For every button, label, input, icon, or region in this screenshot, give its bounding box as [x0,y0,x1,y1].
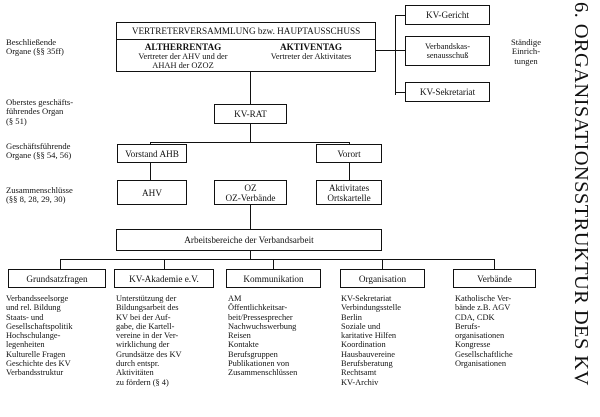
list-item: Kongresse [455,340,491,350]
connector-kassenausschuss [395,50,405,52]
list-item: Verbandsseelsorge und rel. Bildung [6,294,69,313]
box-verbandskassenausschuss: Verbandskas- senausschuß [405,36,490,66]
box-verbaende: Verbände [453,269,536,288]
box-kv-gericht: KV-Gericht [405,5,490,25]
box-vorstand-ahb: Vorstand AHB [117,144,187,163]
altherrentag-text: Vertreter der AHV und der AHAH der OZOZ [138,52,228,71]
list-item: Reisen [228,331,251,341]
list-item: Soziale und karitative Hilfen [341,321,397,341]
box-aktivitates: Aktivitates Ortskartelle [316,180,382,205]
list-item: Berufs- organisationen [455,321,505,341]
list-grundsatzfragen: Verbandsseelsorge und rel. Bildung Staat… [6,294,110,378]
connector-col-1 [60,259,62,269]
list-item: Katholische Ver- bände z.B. AGV [455,294,512,313]
box-organisation: Organisation [340,269,425,288]
list-item: Gesellschaftliche Organisationen [455,349,513,369]
box-oz: OZ OZ-Verbände [214,180,287,205]
list-organisation: KV-Sekretariat Verbindungsstelle Berlin … [341,294,449,387]
row-label-zusammenschluesse: Zusammenschlüsse (§§ 8, 28, 29, 30) [6,185,73,205]
box-grundsatzfragen: Grundsatzfragen [8,269,106,288]
altherrentag-title: ALTHERRENTAG [144,42,222,52]
connector-vorstand-ahv [150,163,152,180]
list-item: Koordination [341,340,386,350]
connector-right-vertical [395,15,397,95]
connector-sekretariat [395,92,405,94]
list-kommunikation: AM Öffentlichkeitsar- beit/Pressespreche… [228,294,336,378]
aktiventag-text: Vertreter der Aktivitates [270,52,352,61]
list-item: Publikationen von Zusammenschlüssen [228,359,298,378]
aktiventag-title: AKTIVENTAG [279,42,343,52]
side-title: 6. ORGANISATIONSSTRUKTUR DES KV [570,2,592,386]
connector-kv-gericht [395,15,405,17]
connector-kvrat-branch [150,142,349,144]
list-item: KV-Sekretariat [341,294,392,303]
box-arbeitsbereiche: Arbeitsbereiche der Verbandsarbeit [116,229,382,251]
list-item: Geschichte des KV [6,359,71,369]
connector-vorort-top [349,142,351,144]
list-item: Verbindungsstelle Berlin [341,303,402,322]
connector-col-3 [273,259,275,269]
list-item: Staats- und Gesellschaftspolitik [6,312,73,331]
connector-col-4 [382,259,384,269]
list-item: Rechtsamt [341,368,377,378]
box-kv-akademie: KV-Akademie e.V. [114,269,214,288]
staendige-einrichtungen: Ständige Einrich- tungen [510,37,542,66]
list-item: Verbandsstruktur [6,368,64,378]
list-item: Hochschulange- legenheiten [6,331,61,350]
box-vertreterversammlung: VERTRETERVERSAMMLUNG bzw. HAUPTAUSSCHUSS… [116,22,376,72]
row-label-geschaeftsfuehrende: Geschäftsführende Organe (§§ 54, 56) [6,141,72,161]
vv-divider [117,39,375,41]
box-ahv: AHV [117,180,187,205]
list-verbaende: Katholische Ver- bände z.B. AGV CDA, CDK… [455,294,555,368]
list-item: AM [228,294,242,303]
box-kv-sekretariat: KV-Sekretariat [405,82,490,102]
row-label-oberstes: Oberstes geschäfts- führendes Organ (§ 5… [6,97,74,126]
connector-vv-right [376,50,396,52]
list-item: Kulturelle Fragen [6,349,66,359]
box-kommunikation: Kommunikation [226,269,321,288]
list-item: Öffentlichkeitsar- beit/Pressesprecher [228,303,293,322]
connector-vv-kvrat [250,70,252,104]
list-item: CDA, CDK [455,312,495,322]
connector-kvrat-down [250,124,252,142]
box-kv-rat: KV-RAT [214,104,287,124]
list-item: Berufsberatung [341,359,393,369]
list-item: Unterstützung der Bildungsarbeit des KV … [116,294,182,387]
list-item: Kontakte Berufsgruppen [228,340,278,359]
vv-title: VERTRETERVERSAMMLUNG bzw. HAUPTAUSSCHUSS [131,26,361,36]
connector-zus-arbeitsbereiche [250,205,252,229]
connector-vorstand-top [150,142,152,144]
row-label-beschliessende: Beschließende Organe (§§ 35ff) [6,37,64,57]
box-vorort: Vorort [316,144,382,163]
connector-col-5 [494,259,496,269]
connector-arbeitsbereiche-down [250,251,252,259]
list-item: Hausbauvereine [341,349,395,359]
list-kv-akademie: Unterstützung der Bildungsarbeit des KV … [116,294,220,387]
connector-columns-bar [60,259,495,261]
list-item: KV-Archiv [341,377,379,387]
connector-col-2 [164,259,166,269]
list-item: Nachwuchswerbung [228,321,297,331]
connector-vorort-aktivitates [349,163,351,180]
